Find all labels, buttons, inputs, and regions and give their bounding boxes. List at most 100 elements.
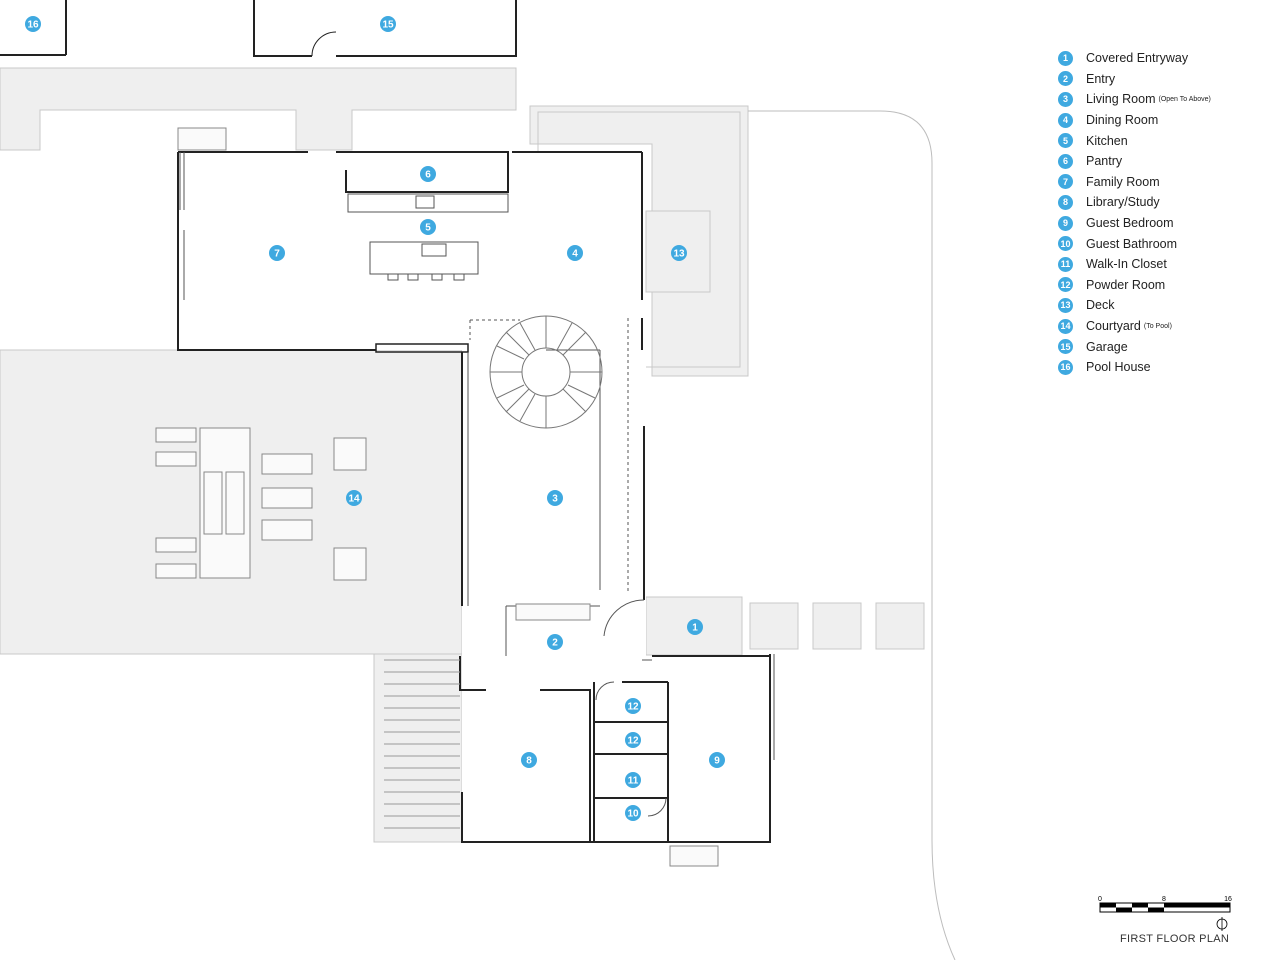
room-marker: 16 <box>25 16 41 32</box>
room-marker: 10 <box>625 805 641 821</box>
room-marker: 1 <box>687 619 703 635</box>
legend-label: Family Room <box>1086 174 1160 189</box>
legend-label: Library/Study <box>1086 195 1160 210</box>
legend-label: Powder Room <box>1086 277 1166 292</box>
legend-label: Pool House <box>1086 360 1151 375</box>
legend-label: Garage <box>1086 339 1128 354</box>
room-marker: 15 <box>380 16 396 32</box>
legend-item: 7 Family Room <box>1058 172 1268 193</box>
legend-number-badge: 7 <box>1058 174 1073 190</box>
svg-text:9: 9 <box>714 756 720 767</box>
north-arrow-icon <box>1216 917 1228 931</box>
property-line <box>748 110 956 960</box>
legend-item: 11 Walk-In Closet <box>1058 254 1268 275</box>
legend-label: Entry <box>1086 71 1116 86</box>
room-marker: 13 <box>671 245 687 261</box>
legend-number-badge: 10 <box>1058 236 1073 252</box>
room-marker: 12 <box>625 732 641 748</box>
svg-text:12: 12 <box>627 736 639 747</box>
room-marker: 3 <box>547 490 563 506</box>
courtyard-furniture <box>155 127 719 867</box>
legend-label: Dining Room <box>1086 113 1159 128</box>
svg-text:5: 5 <box>425 223 431 234</box>
room-marker: 4 <box>567 245 583 261</box>
svg-text:16: 16 <box>27 20 39 31</box>
glazing <box>179 152 775 760</box>
walls <box>177 151 771 843</box>
legend-item: 12 Powder Room <box>1058 275 1268 296</box>
plan-title: FIRST FLOOR PLAN <box>1120 933 1230 945</box>
legend-number-badge: 14 <box>1058 318 1073 334</box>
legend-label: Deck <box>1086 298 1115 313</box>
legend-number-badge: 4 <box>1058 112 1073 128</box>
room-marker: 12 <box>625 698 641 714</box>
scale-tick-0: 0 <box>1098 896 1102 903</box>
legend-label: Pantry <box>1086 154 1123 169</box>
legend-note: (To Pool) <box>1143 322 1172 330</box>
legend-label: Living Room <box>1086 92 1156 107</box>
legend-item: 13 Deck <box>1058 295 1268 316</box>
legend-number-badge: 12 <box>1058 277 1073 293</box>
legend-item: 1 Covered Entryway <box>1058 48 1268 69</box>
svg-text:10: 10 <box>627 809 639 820</box>
legend-number-badge: 9 <box>1058 215 1073 231</box>
legend-label: Guest Bedroom <box>1086 216 1174 231</box>
legend-item: 8 Library/Study <box>1058 192 1268 213</box>
room-marker: 8 <box>521 752 537 768</box>
room-marker: 11 <box>625 772 641 788</box>
legend-number-badge: 11 <box>1058 256 1073 272</box>
legend: 1 Covered Entryway 2 Entry 3 Living Room(Open… <box>1058 48 1268 378</box>
legend-number-badge: 6 <box>1058 153 1073 169</box>
legend-item: 5 Kitchen <box>1058 130 1268 151</box>
scale-tick-8: 8 <box>1162 896 1166 903</box>
legend-item: 16 Pool House <box>1058 357 1268 378</box>
legend-item: 10 Guest Bathroom <box>1058 233 1268 254</box>
legend-item: 6 Pantry <box>1058 151 1268 172</box>
svg-text:14: 14 <box>348 494 360 505</box>
legend-number-badge: 8 <box>1058 194 1073 210</box>
legend-number-badge: 1 <box>1058 50 1073 66</box>
legend-label: Guest Bathroom <box>1086 236 1178 251</box>
hardscape <box>0 67 925 843</box>
legend-item: 9 Guest Bedroom <box>1058 213 1268 234</box>
legend-item: 15 Garage <box>1058 336 1268 357</box>
svg-text:15: 15 <box>382 20 394 31</box>
svg-text:1: 1 <box>692 623 698 634</box>
room-marker: 7 <box>269 245 285 261</box>
legend-number-badge: 15 <box>1058 339 1073 355</box>
legend-label: Covered Entryway <box>1086 51 1189 66</box>
svg-text:11: 11 <box>628 776 639 787</box>
spiral-stair <box>489 315 603 429</box>
room-marker: 14 <box>346 490 362 506</box>
legend-label: Walk-In Closet <box>1086 257 1167 272</box>
svg-text:12: 12 <box>627 702 639 713</box>
svg-text:4: 4 <box>572 249 578 260</box>
room-marker: 6 <box>420 166 436 182</box>
legend-label: Kitchen <box>1086 133 1128 148</box>
svg-text:3: 3 <box>552 494 558 505</box>
legend-number-badge: 13 <box>1058 297 1073 313</box>
legend-number-badge: 3 <box>1058 91 1073 107</box>
doors <box>595 599 667 817</box>
legend-number-badge: 16 <box>1058 359 1073 375</box>
svg-text:7: 7 <box>274 249 280 260</box>
svg-text:13: 13 <box>673 249 685 260</box>
room-marker: 9 <box>709 752 725 768</box>
legend-number-badge: 5 <box>1058 133 1073 149</box>
legend-item: 4 Dining Room <box>1058 110 1268 131</box>
legend-item: 2 Entry <box>1058 69 1268 90</box>
svg-text:6: 6 <box>425 170 431 181</box>
svg-text:8: 8 <box>526 756 532 767</box>
scale-bar: 0 8 16 <box>1098 896 1232 931</box>
legend-item: 3 Living Room(Open To Above) <box>1058 89 1268 110</box>
room-marker: 2 <box>547 634 563 650</box>
scale-tick-16: 16 <box>1224 896 1232 903</box>
legend-number-badge: 2 <box>1058 71 1073 87</box>
building-floor <box>178 152 772 842</box>
legend-note: (Open To Above) <box>1158 95 1211 103</box>
room-marker: 5 <box>420 219 436 235</box>
exterior-steps <box>384 659 460 829</box>
svg-text:2: 2 <box>552 638 558 649</box>
